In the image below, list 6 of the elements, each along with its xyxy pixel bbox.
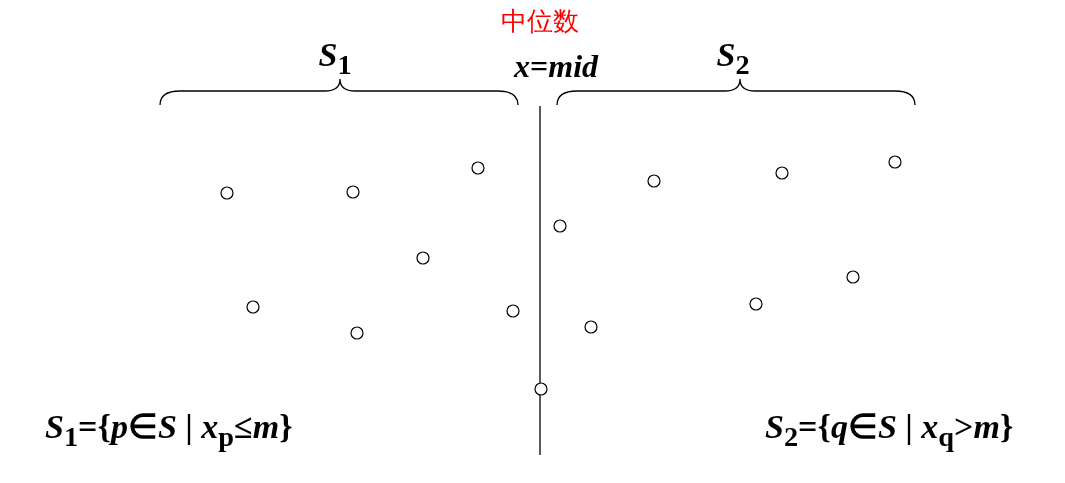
set-label: S$_{1}$ (318, 38, 352, 80)
formula: S$_{2}$={q∈S | x$_{q}$>m} (765, 410, 1014, 452)
median-label: 中位数 (501, 8, 579, 34)
formula: S$_{1}$={p∈S | x$_{p}$≤m} (45, 410, 293, 452)
formula: x=mid (514, 50, 598, 82)
set-label: S$_{2}$ (716, 38, 750, 80)
